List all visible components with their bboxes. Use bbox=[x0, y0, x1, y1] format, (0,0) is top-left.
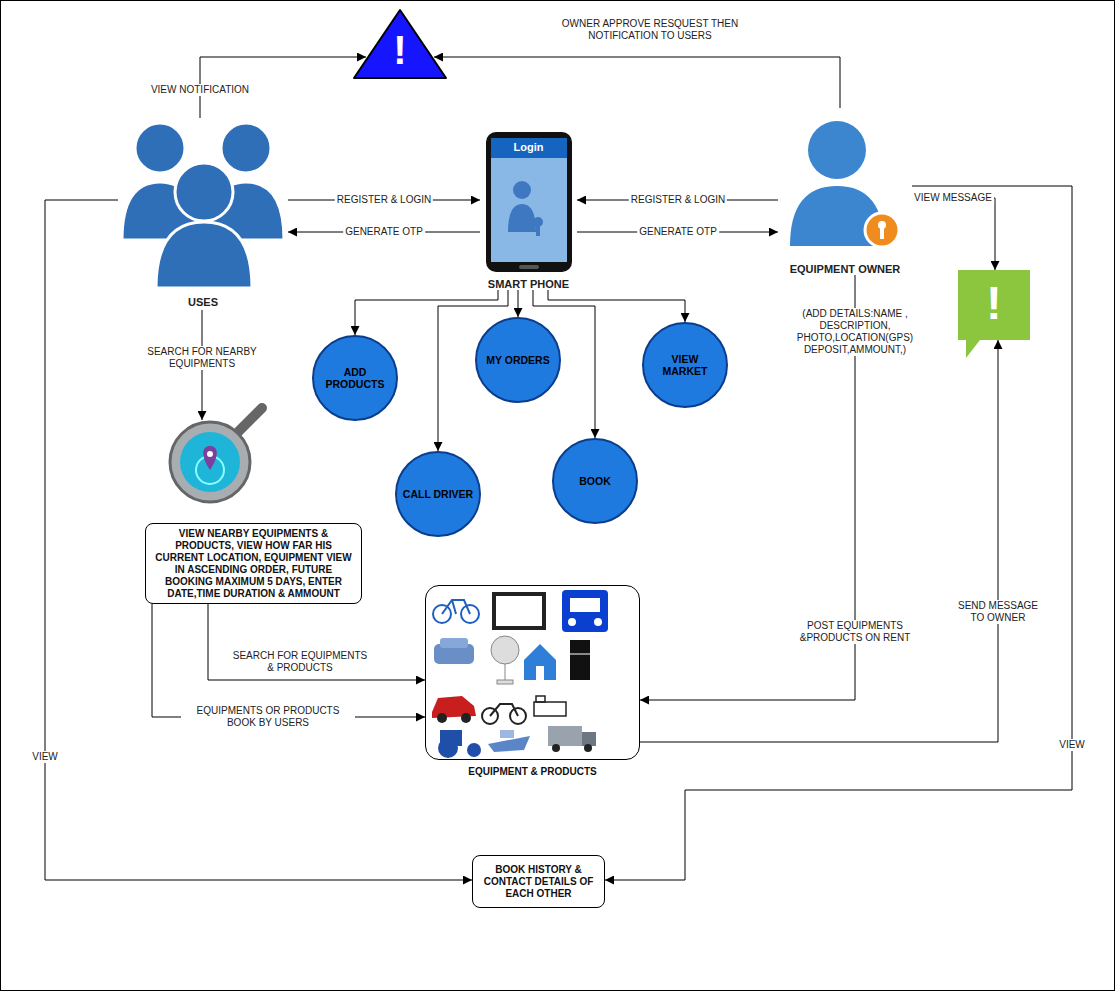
node-label: ! bbox=[958, 280, 1030, 326]
node-label: EQUIPMENT OWNER bbox=[768, 263, 922, 275]
edge-label: EQUIPMENTS OR PRODUCTS BOOK BY USERS bbox=[181, 705, 355, 729]
node-label: ! bbox=[352, 30, 448, 70]
owner-actor: EQUIPMENT OWNER bbox=[778, 108, 912, 275]
notification-alert: ! bbox=[352, 8, 448, 80]
edge-label: VIEW bbox=[1057, 739, 1087, 751]
smartphone: LoginSMART PHONE bbox=[480, 130, 577, 290]
edge-label: REGISTER & LOGIN bbox=[335, 194, 433, 206]
flow-arrow bbox=[45, 200, 472, 880]
node-label: Login bbox=[480, 138, 577, 156]
user-group: USES bbox=[118, 118, 288, 308]
flow-arrow bbox=[152, 604, 425, 717]
edge-label: SEND MESSAGE TO OWNER bbox=[949, 600, 1048, 624]
history-box: BOOK HISTORY & CONTACT DETAILS OF EACH O… bbox=[472, 855, 605, 908]
feature-circle: BOOK bbox=[552, 438, 638, 524]
edge-label: VIEW MESSAGE bbox=[912, 192, 994, 204]
flow-arrow bbox=[434, 57, 840, 108]
edge-label: VIEW NOTIFICATION bbox=[149, 84, 251, 96]
node-label: USES bbox=[108, 296, 298, 308]
feature-circle: CALL DRIVER bbox=[395, 451, 481, 537]
flow-arrow bbox=[912, 198, 995, 270]
flow-arrow bbox=[355, 290, 498, 335]
flow-arrow bbox=[605, 186, 1072, 880]
node-label: BOOK bbox=[575, 475, 615, 487]
edge-label: REGISTER & LOGIN bbox=[629, 194, 727, 206]
feature-circle: VIEW MARKET bbox=[642, 322, 728, 408]
node-label: VIEW NEARBY EQUIPMENTS & PRODUCTS, VIEW … bbox=[151, 528, 356, 600]
message-alert: ! bbox=[958, 270, 1030, 358]
search-magnifier bbox=[170, 408, 262, 502]
node-label: VIEW MARKET bbox=[644, 353, 726, 377]
process-box: VIEW NEARBY EQUIPMENTS & PRODUCTS, VIEW … bbox=[145, 523, 362, 604]
edge-label: GENERATE OTP bbox=[343, 226, 425, 238]
users-icon bbox=[122, 123, 284, 288]
edge-label: OWNER APPROVE RESQUEST THEN NOTIFICATION… bbox=[541, 18, 760, 42]
node-label: ADD PRODUCTS bbox=[314, 366, 396, 390]
node-label: SMART PHONE bbox=[465, 278, 592, 290]
feature-circle: MY ORDERS bbox=[475, 317, 561, 403]
node-label: MY ORDERS bbox=[482, 354, 553, 366]
edge-label: VIEW bbox=[30, 751, 60, 763]
annotation-label: (ADD DETAILS:NAME , DESCRIPTION, PHOTO,L… bbox=[778, 308, 932, 356]
flow-arrow bbox=[518, 290, 519, 317]
edge-label: POST EQUIPMENTS &PRODUCTS ON RENT bbox=[796, 620, 915, 644]
edge-label: SEARCH FOR EQUIPMENTS & PRODUCTS bbox=[228, 650, 372, 674]
equipment-box: EQUIPMENT & PRODUCTS bbox=[425, 585, 640, 760]
edge-label: GENERATE OTP bbox=[637, 226, 719, 238]
node-label: BOOK HISTORY & CONTACT DETAILS OF EACH O… bbox=[479, 864, 598, 900]
node-label: CALL DRIVER bbox=[399, 488, 477, 500]
annotation-label: SEARCH FOR NEARBY EQUIPMENTS bbox=[145, 346, 259, 370]
equipment-clipart bbox=[432, 590, 608, 758]
flow-arrow bbox=[208, 604, 425, 680]
owner-icon bbox=[790, 121, 899, 247]
message-bubble bbox=[958, 270, 1030, 358]
node-label: EQUIPMENT & PRODUCTS bbox=[406, 766, 659, 777]
feature-circle: ADD PRODUCTS bbox=[312, 335, 398, 421]
